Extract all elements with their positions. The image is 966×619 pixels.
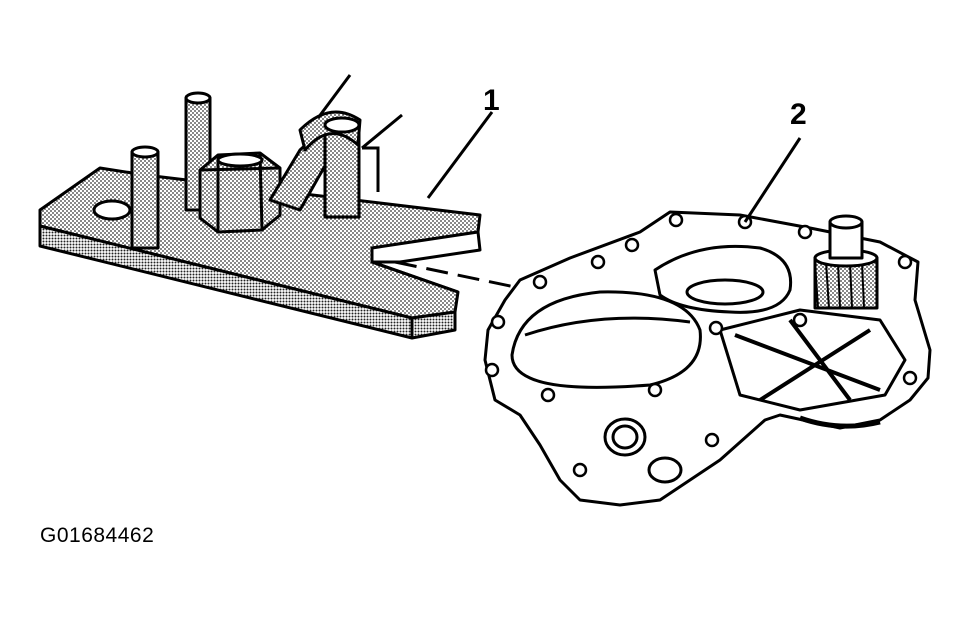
leader-line-2 — [743, 137, 802, 223]
figure-id: G01684462 — [40, 524, 155, 547]
fixture-hole — [92, 199, 132, 221]
case-drain-boss — [647, 456, 683, 484]
output-shaft-gear — [813, 214, 879, 310]
leader-line-1 — [426, 111, 494, 199]
transaxle-case — [483, 210, 932, 507]
case-main-bore — [510, 290, 702, 389]
leader-lines-fixture — [316, 74, 494, 199]
fixture-slot — [370, 230, 482, 264]
case-bolt-holes — [484, 212, 918, 478]
support-post — [298, 110, 362, 219]
locating-pin-tall — [184, 91, 212, 212]
callout-2: 2 — [790, 98, 807, 131]
hex-nut — [198, 151, 282, 234]
alignment-dashed-line — [394, 260, 516, 289]
case-cross-rib — [718, 308, 907, 412]
callout-1: 1 — [483, 84, 500, 117]
locating-pin-front — [130, 145, 160, 250]
holding-fixture — [38, 91, 482, 340]
